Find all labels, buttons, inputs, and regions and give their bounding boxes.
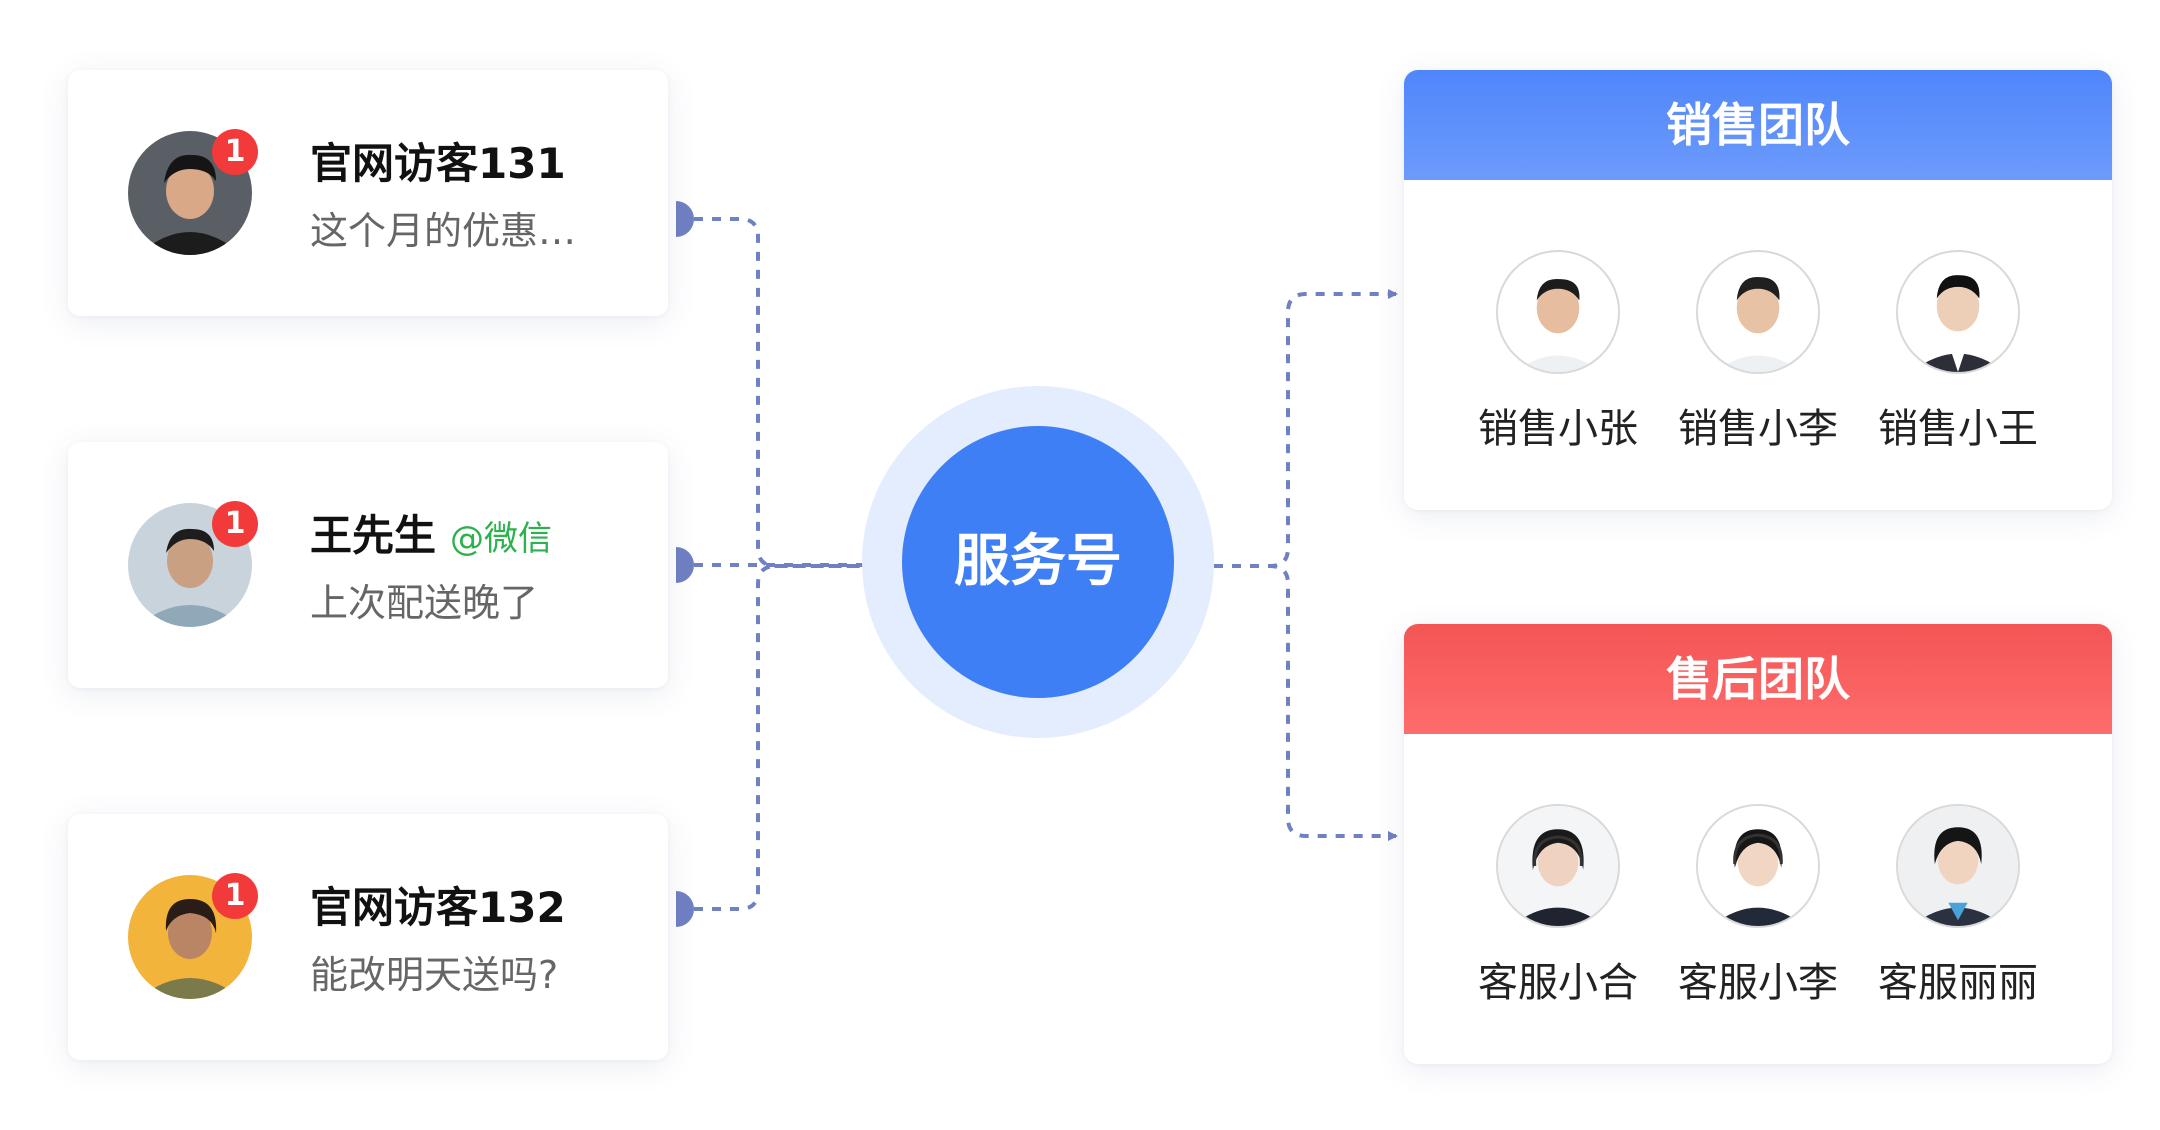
customer-card[interactable]: 1 官网访客132 能改明天送吗? [68,814,668,1060]
member-name: 客服小李 [1678,960,1838,1006]
member-name: 销售小王 [1878,406,2038,452]
member-avatar [1896,250,2020,374]
customer-message: 能改明天送吗? [310,953,559,997]
team-members: 客服小合 客服小李 [1404,734,2112,1064]
team-members: 销售小张 销售小李 销售小王 [1404,180,2112,510]
connector-customer-3 [676,564,890,911]
customer-name: 官网访客131 [310,130,566,191]
person-avatar-icon [1715,277,1801,372]
member-avatar [1496,250,1620,374]
unread-badge: 1 [212,129,258,175]
unread-badge: 1 [212,501,258,547]
team-header: 售后团队 [1404,624,2112,734]
unread-badge: 1 [212,873,258,919]
team-member[interactable]: 客服丽丽 [1858,804,2058,1008]
customer-name: 王先生 @微信 [310,502,552,563]
team-card-aftersales[interactable]: 售后团队 客服小合 [1404,624,2112,1064]
customer-name: 官网访客132 [310,874,566,935]
channel-tag: @微信 [450,519,553,559]
service-account-hub[interactable]: 服务号 [902,426,1174,698]
connector-dot-2 [676,547,694,583]
customer-message: 这个月的优惠… [310,209,577,253]
connector-to-aftersales [1214,564,1398,841]
connector-customer-1 [676,217,890,568]
customer-avatar: 1 [128,873,258,999]
customer-avatar: 1 [128,501,258,627]
customer-card[interactable]: 1 官网访客131 这个月的优惠… [68,70,668,316]
person-avatar-icon [1911,275,2005,372]
team-member[interactable]: 销售小王 [1858,250,2058,454]
team-member[interactable]: 客服小李 [1658,804,1858,1008]
member-avatar [1696,250,1820,374]
person-avatar-icon [1898,806,2018,926]
team-member[interactable]: 客服小合 [1458,804,1658,1008]
customer-name-text: 王先生 [310,511,437,560]
member-avatar [1896,804,2020,928]
person-avatar-icon [1498,806,1618,926]
customer-name-text: 官网访客131 [310,139,566,188]
team-member[interactable]: 销售小张 [1458,250,1658,454]
connector-to-sales [1214,289,1398,568]
member-avatar [1496,804,1620,928]
customer-message: 上次配送晚了 [310,581,539,625]
team-header: 销售团队 [1404,70,2112,180]
team-member[interactable]: 销售小李 [1658,250,1858,454]
hub-ring: 服务号 [862,386,1214,738]
customer-avatar: 1 [128,129,258,255]
person-avatar-icon [1698,806,1818,926]
connector-dot-1 [676,201,694,237]
member-name: 销售小李 [1678,406,1838,452]
team-card-sales[interactable]: 销售团队 销售小张 销售小李 [1404,70,2112,510]
member-avatar [1696,804,1820,928]
customer-card[interactable]: 1 王先生 @微信 上次配送晚了 [68,442,668,688]
person-avatar-icon [1515,278,1601,372]
customer-name-text: 官网访客132 [310,883,566,932]
member-name: 客服丽丽 [1878,960,2038,1006]
connector-dot-3 [676,891,694,927]
member-name: 客服小合 [1478,960,1638,1006]
member-name: 销售小张 [1478,406,1638,452]
